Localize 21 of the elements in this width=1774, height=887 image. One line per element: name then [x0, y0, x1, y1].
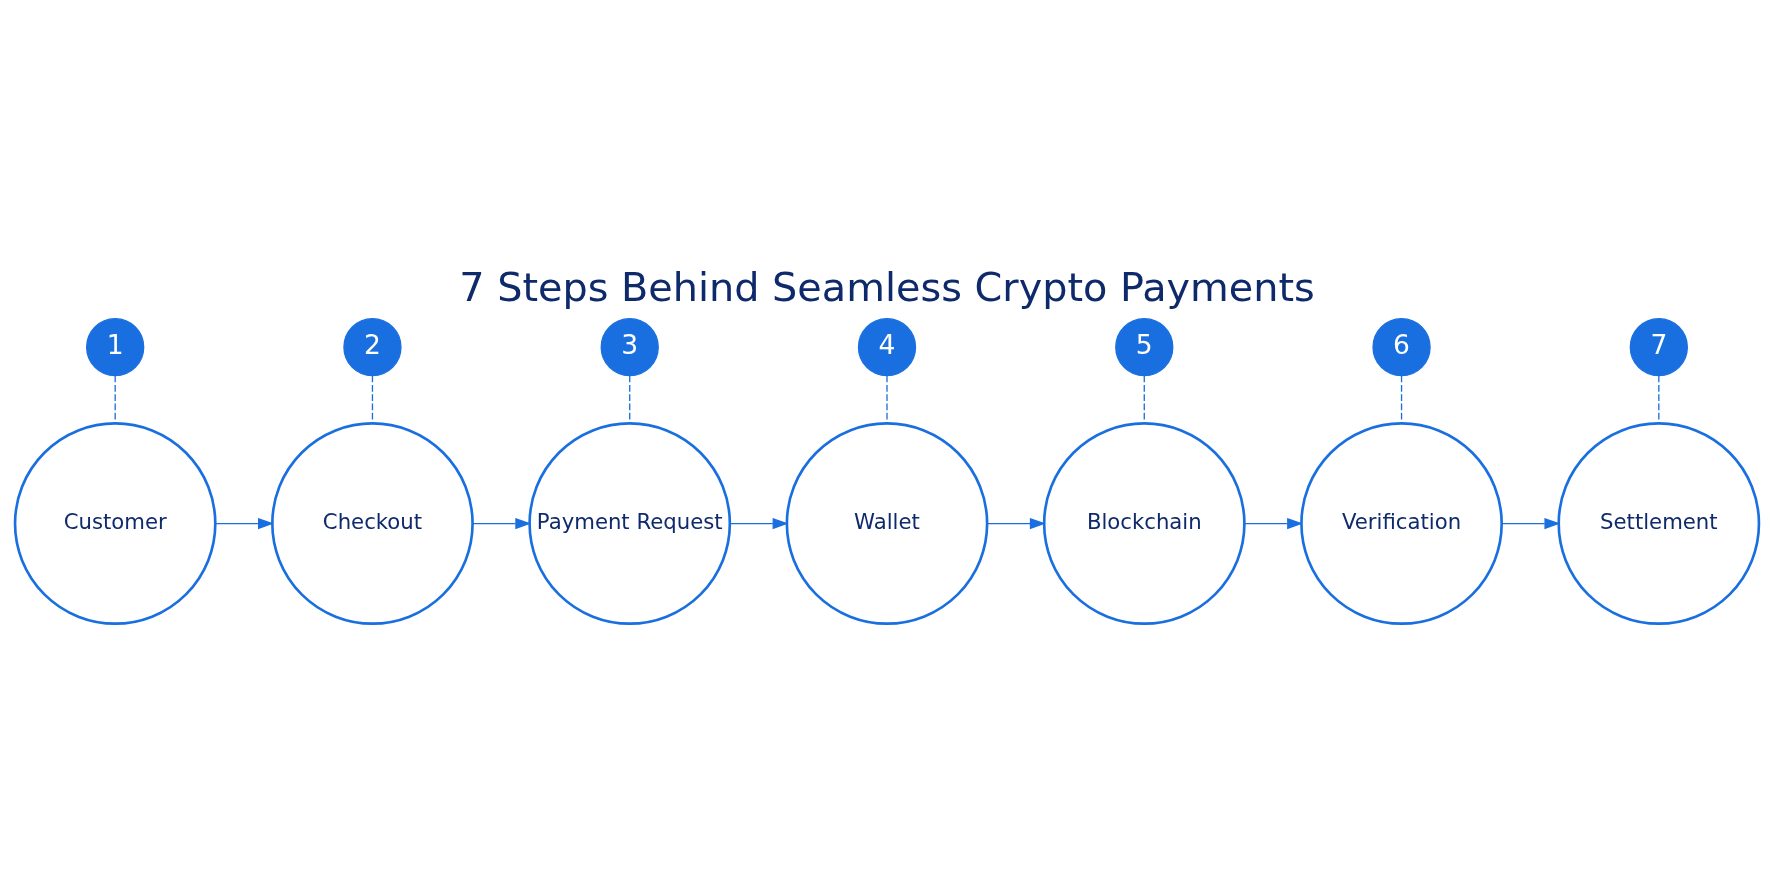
node-circle: Checkout: [271, 421, 474, 625]
node-circle: Verification: [1300, 421, 1503, 625]
node-circle: 2: [343, 317, 402, 376]
arrow: [471, 517, 532, 529]
node-circle: 1: [86, 317, 145, 376]
node-circle: Payment Request: [528, 421, 732, 625]
diagram-title: 7 Steps Behind Seamless Crypto Payments: [459, 263, 1315, 310]
node-circle: Wallet: [785, 421, 989, 625]
node-circle: 3: [600, 317, 659, 376]
node-circle: 6: [1372, 317, 1431, 376]
node-circle: Blockchain: [1042, 421, 1246, 625]
node-circle: 4: [857, 317, 917, 376]
node-circle: 5: [1115, 317, 1174, 376]
arrow: [729, 517, 789, 529]
arrow: [1243, 517, 1304, 529]
arrow: [986, 517, 1046, 529]
arrow: [214, 517, 274, 529]
node-circle: Settlement: [1557, 421, 1761, 625]
node-circle: 7: [1629, 317, 1688, 376]
node-circle: Customer: [13, 421, 217, 625]
arrow: [1501, 517, 1561, 529]
